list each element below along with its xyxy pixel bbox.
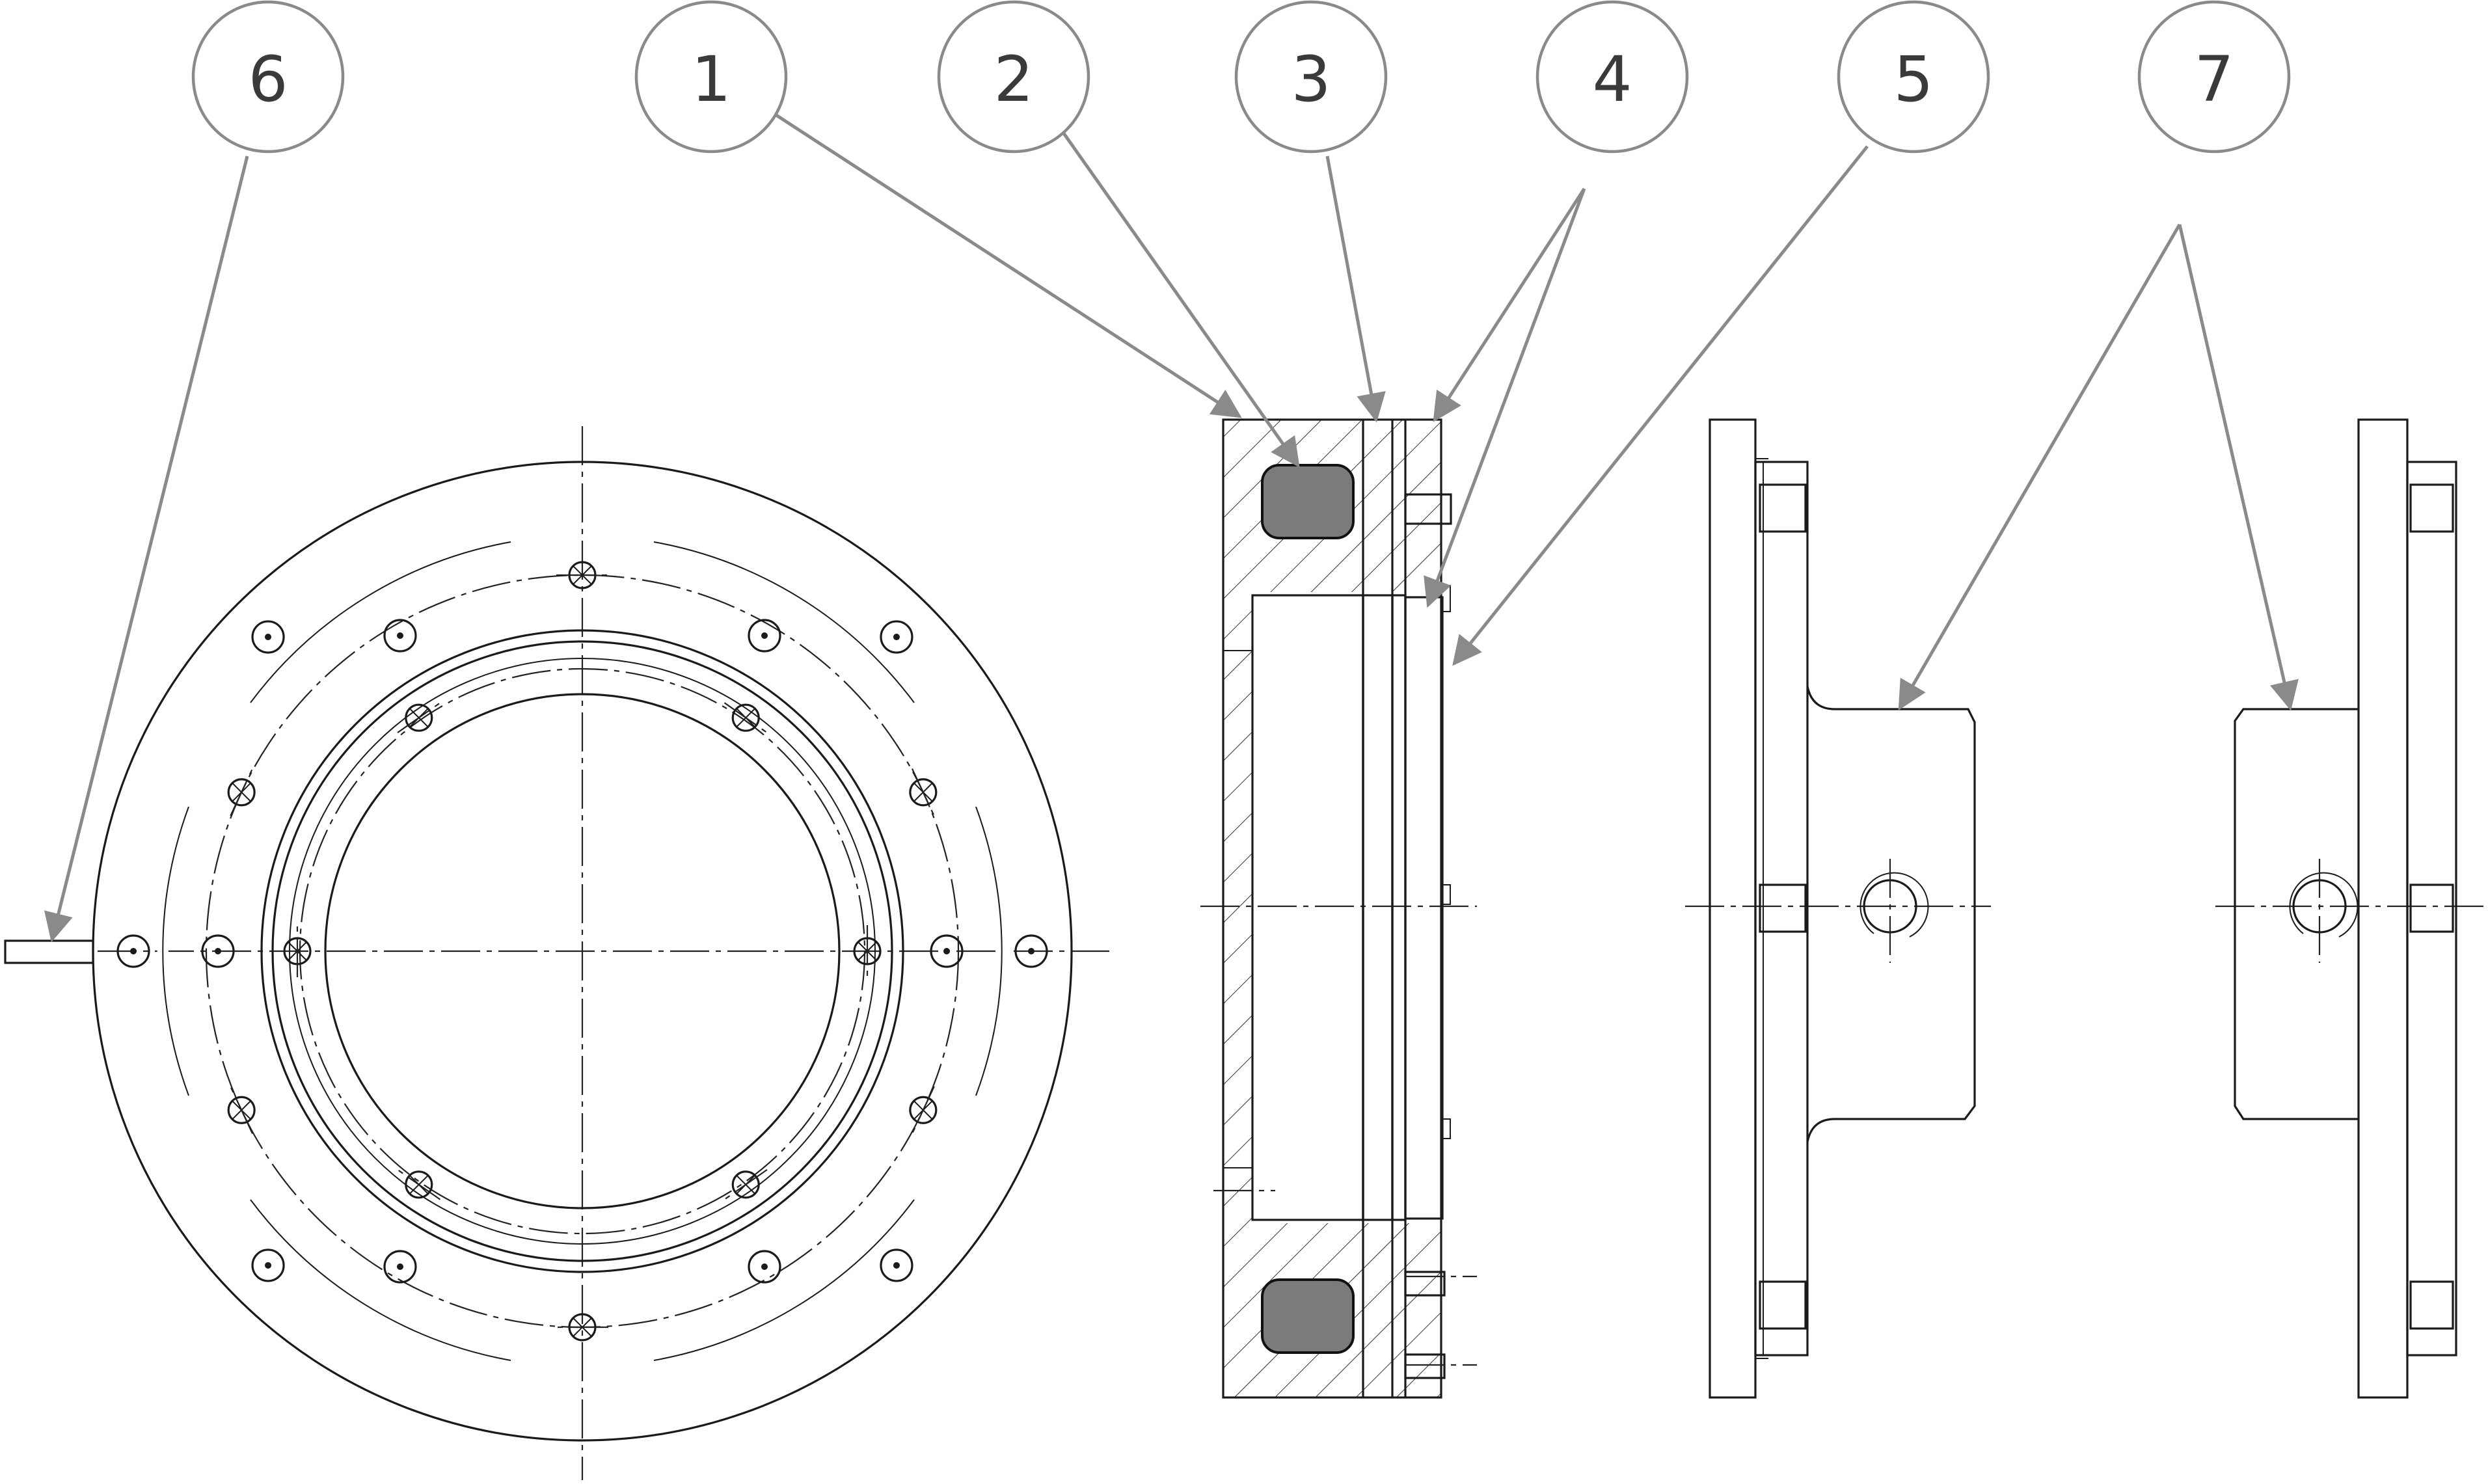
bolt-hole [383,619,417,653]
bolt-hole [748,619,781,653]
coil-top [1261,464,1355,539]
cable-stub [4,939,94,964]
front-view [4,426,1109,1480]
bolt-hole [251,1248,285,1282]
callout-3-label: 3 [1291,43,1331,116]
cross-hole [909,768,938,816]
leader-lines [44,112,2299,943]
screws [1404,493,1477,1379]
cross-hole [723,702,768,734]
callout-2-label: 2 [994,43,1033,116]
cross-hole [556,561,608,589]
bolt-hole [880,620,913,654]
callout-2: 2 [937,0,1090,154]
callout-5: 5 [1837,0,1990,154]
bolt-hole [1014,934,1048,968]
section-view [1200,418,1477,1399]
bolt-hole [201,934,235,968]
bolt-hole [251,620,285,654]
cross-holes [227,561,938,1342]
cross-hole [397,702,441,734]
cross-hole [227,768,256,816]
cross-hole [853,925,882,977]
cross-hole [283,925,312,977]
cross-hole [723,1168,768,1200]
cross-hole [227,1086,256,1134]
callout-6-label: 6 [248,43,288,116]
bolt-hole [930,934,964,968]
arc-slots [157,536,1008,1366]
callout-3: 3 [1234,0,1388,154]
side-view-a [1685,418,1991,1399]
bolt-hole [383,1250,417,1284]
bolt-hole [116,934,150,968]
callout-4-label: 4 [1592,43,1632,116]
callout-4: 4 [1535,0,1689,154]
side-view-b [2215,418,2485,1399]
cross-hole [909,1086,938,1134]
bolt-hole [748,1250,781,1284]
callout-1-label: 1 [691,43,731,116]
callout-7: 7 [2137,0,2291,154]
callout-1: 1 [634,0,788,154]
coil-bottom [1261,1278,1355,1354]
bolt-holes [116,619,1048,1284]
callout-6: 6 [191,0,345,154]
bolt-hole [880,1248,913,1282]
cross-hole [556,1313,608,1342]
callout-5-label: 5 [1893,43,1933,116]
callout-7-label: 7 [2194,43,2234,116]
cross-hole [397,1168,441,1200]
